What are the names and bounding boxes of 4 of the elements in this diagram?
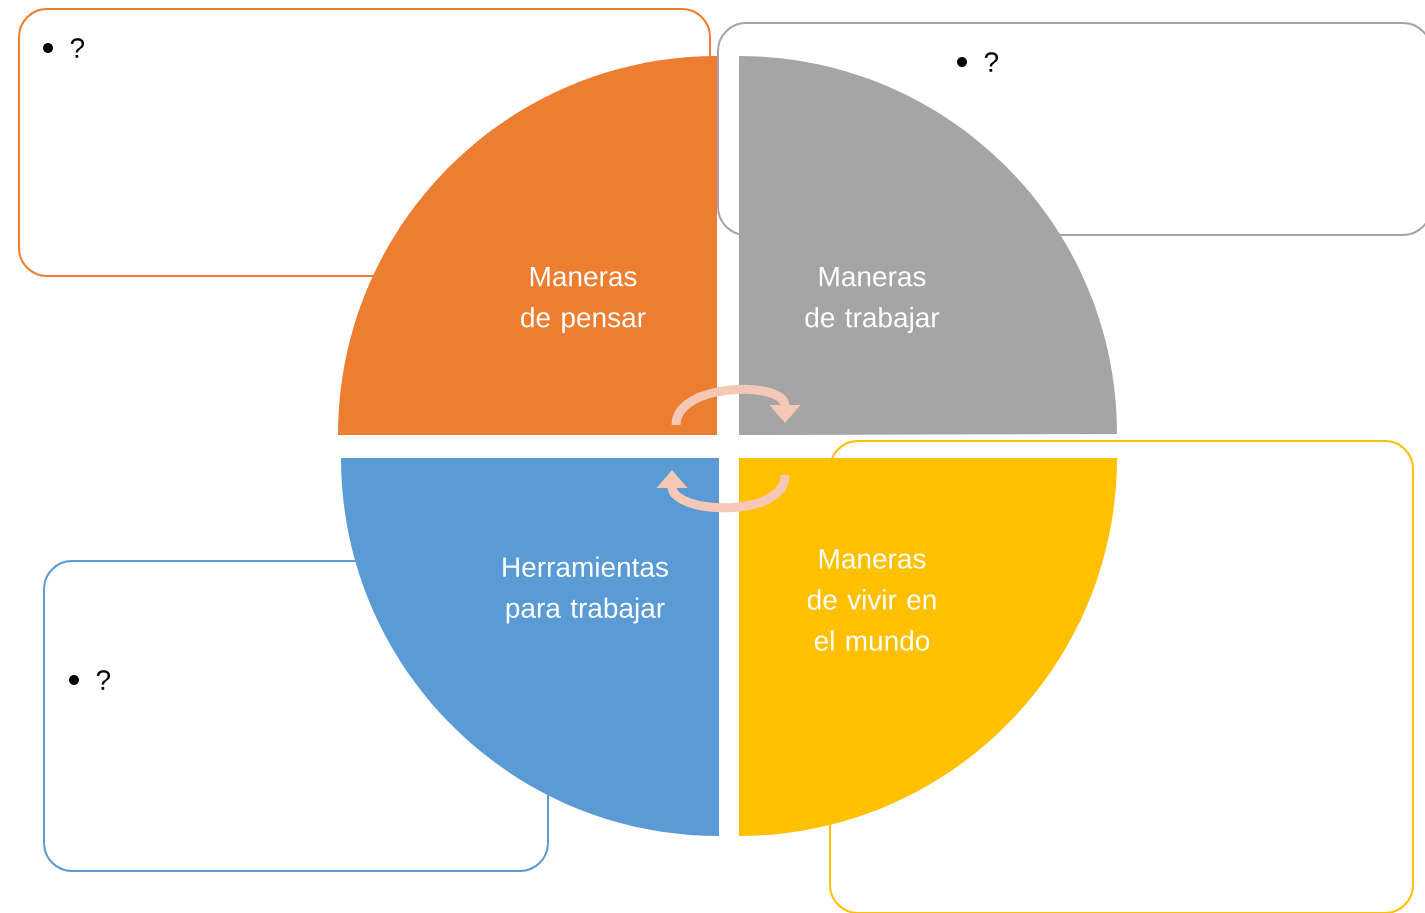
curved-arrow xyxy=(671,384,801,426)
quadrant-segment: Maneras de pensar xyxy=(338,56,717,435)
quadrant-segment: Maneras de vivir en el mundo xyxy=(739,458,1117,836)
quadrant-segment: Herramientas para trabajar xyxy=(341,458,719,836)
